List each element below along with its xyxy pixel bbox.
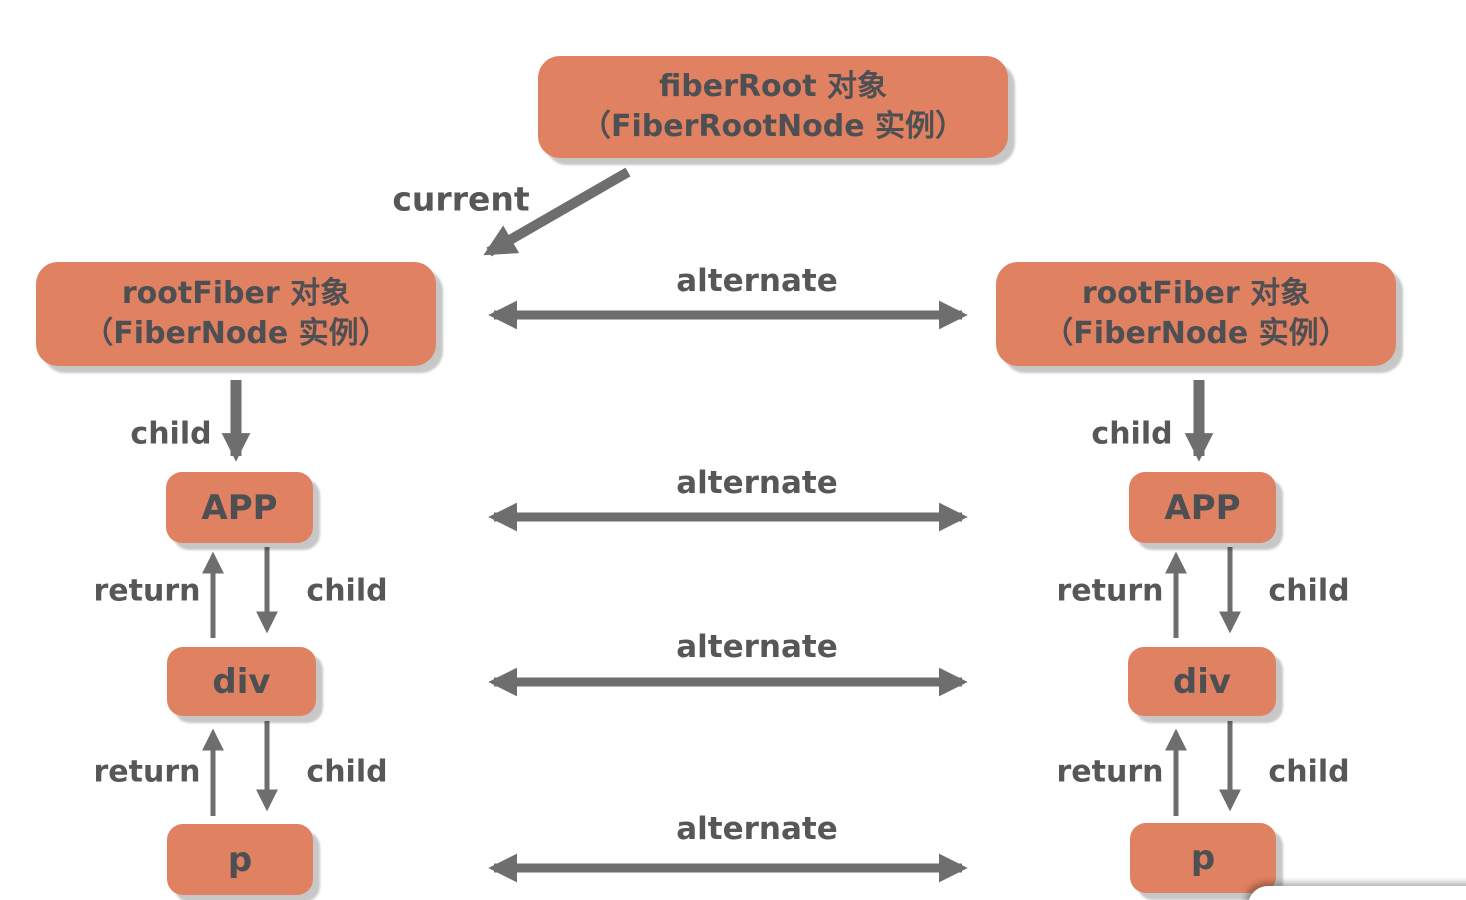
p-node-left-label: p <box>227 839 253 880</box>
return-label-right-app-div: return <box>1056 573 1164 609</box>
root-fiber-right-node: rootFiber 对象 （FiberNode 实例） <box>996 262 1396 366</box>
div-node-left-label: div <box>212 661 271 702</box>
child-label-root-left: child <box>130 416 212 452</box>
bottom-right-overlay <box>1248 886 1466 900</box>
root-fiber-left-line1: rootFiber 对象 <box>121 275 351 311</box>
child-label-root-right: child <box>1091 416 1173 452</box>
child-label-right-div-p: child <box>1268 754 1350 790</box>
app-node-left-label: APP <box>201 487 278 528</box>
div-node-right-label: div <box>1172 661 1232 702</box>
child-label-right-app-div: child <box>1268 573 1350 609</box>
div-node-right: div <box>1128 647 1276 716</box>
alternate-label-div: alternate <box>676 629 838 665</box>
fiber-root-line1: fiberRoot 对象 <box>659 68 887 104</box>
app-node-right: APP <box>1129 472 1276 543</box>
alternate-label-rootfiber: alternate <box>676 263 838 299</box>
return-label-left-div-p: return <box>93 754 201 790</box>
alternate-label-p: alternate <box>676 811 838 847</box>
root-fiber-right-line1: rootFiber 对象 <box>1081 275 1311 311</box>
fiber-root-node: fiberRoot 对象 （FiberRootNode 实例） <box>538 56 1008 158</box>
root-fiber-left-line2: （FiberNode 实例） <box>83 316 389 351</box>
child-label-left-app-div: child <box>306 573 388 609</box>
p-node-left: p <box>167 824 313 895</box>
fiber-root-line2: （FiberRootNode 实例） <box>580 109 966 144</box>
current-arrow <box>483 167 631 257</box>
p-node-right-label: p <box>1190 838 1216 878</box>
return-label-left-app-div: return <box>93 573 201 609</box>
current-label: current <box>392 179 530 219</box>
return-label-right-div-p: return <box>1056 754 1164 790</box>
app-node-right-label: APP <box>1164 487 1241 528</box>
root-fiber-left-node: rootFiber 对象 （FiberNode 实例） <box>36 262 436 366</box>
alternate-label-app: alternate <box>676 465 838 501</box>
app-node-left: APP <box>166 472 313 543</box>
child-label-left-div-p: child <box>306 754 388 790</box>
p-node-right: p <box>1130 823 1276 893</box>
div-node-left: div <box>167 647 316 716</box>
root-fiber-right-line2: （FiberNode 实例） <box>1043 316 1349 351</box>
